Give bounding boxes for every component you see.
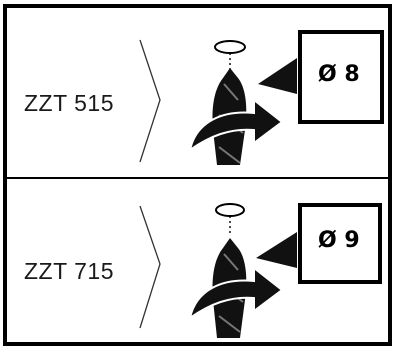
- callout-pointer: [256, 232, 297, 268]
- ring-icon: [214, 40, 246, 54]
- ring-icon: [215, 203, 245, 217]
- model-label-2: ZZT 715: [24, 258, 114, 284]
- panel-2: [139, 203, 382, 338]
- diameter-label-2: Ø 9: [318, 228, 360, 253]
- model-label-1: ZZT 515: [24, 90, 114, 116]
- chevron-icon: [139, 39, 161, 163]
- diameter-box: [298, 30, 384, 124]
- rotation-arrow-icon: [188, 97, 284, 153]
- diameter-label-1: Ø 8: [318, 62, 360, 87]
- rotation-arrow-icon: [188, 265, 284, 321]
- callout-pointer: [258, 58, 297, 94]
- diameter-box: [298, 203, 382, 284]
- chevron-icon: [139, 205, 161, 329]
- outer-frame: [3, 4, 392, 346]
- panel-1: [139, 30, 384, 165]
